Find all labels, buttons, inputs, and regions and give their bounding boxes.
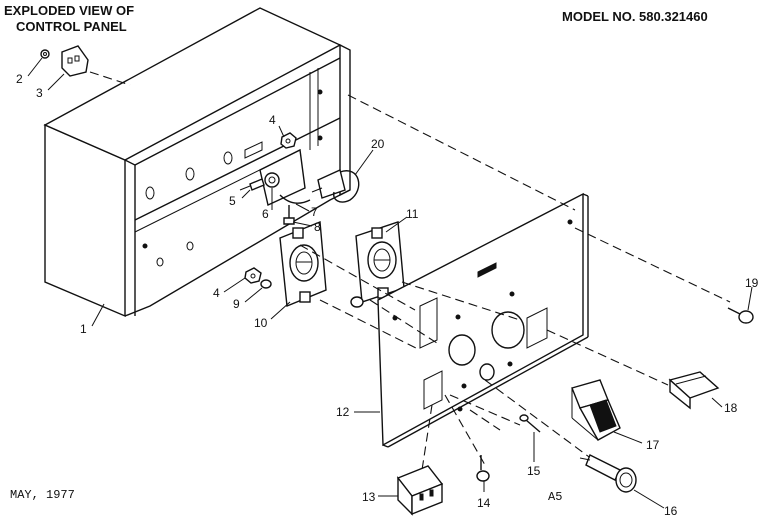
callout-15: 15 — [527, 464, 541, 478]
terminal-block-3 — [40, 45, 89, 77]
callout-11: 11 — [406, 207, 419, 221]
callout-18: 18 — [724, 401, 738, 415]
receptacle-11 — [355, 221, 405, 303]
callout-4-upper: 4 — [269, 113, 276, 127]
screw-15 — [519, 414, 541, 433]
bracket-assembly — [239, 132, 360, 225]
callout-1: 1 — [80, 322, 87, 336]
callout-12: 12 — [336, 405, 350, 419]
title-line-2: CONTROL PANEL — [16, 19, 127, 34]
callout-14: 14 — [477, 496, 491, 510]
rocker-switch-17 — [571, 379, 621, 441]
duplex-outlet-13 — [396, 465, 444, 516]
callout-13: 13 — [362, 490, 376, 504]
callout-9: 9 — [233, 297, 240, 311]
callout-10: 10 — [254, 316, 268, 330]
callout-6: 6 — [262, 207, 269, 221]
callout-19: 19 — [745, 276, 759, 290]
front-panel-12 — [377, 192, 589, 448]
callout-4-lower: 4 — [213, 286, 220, 300]
callout-8: 8 — [314, 220, 321, 234]
date-stamp: MAY, 1977 — [10, 488, 75, 502]
assembly-lines — [89, 71, 731, 471]
control-panel-housing — [43, 7, 351, 318]
title-line-1: EXPLODED VIEW OF — [4, 3, 134, 18]
hardware-small — [244, 267, 364, 308]
leader-lines — [27, 57, 753, 509]
screw-14 — [476, 455, 490, 482]
model-number: MODEL NO. 580.321460 — [562, 9, 708, 24]
receptacle-10 — [279, 221, 327, 308]
callout-7: 7 — [311, 205, 318, 219]
callout-3: 3 — [36, 86, 43, 100]
callout-5: 5 — [229, 194, 236, 208]
callout-2: 2 — [16, 72, 23, 86]
page-code: A5 — [548, 490, 562, 504]
callout-16: 16 — [664, 504, 678, 516]
callout-20: 20 — [371, 137, 385, 151]
screw-19 — [727, 307, 754, 324]
callout-17: 17 — [646, 438, 660, 452]
pilot-light-16 — [579, 454, 637, 493]
callout-numbers: 2 3 1 4 5 6 7 8 4 9 10 11 12 13 14 15 16… — [16, 72, 759, 516]
receptacle-18 — [668, 371, 720, 410]
